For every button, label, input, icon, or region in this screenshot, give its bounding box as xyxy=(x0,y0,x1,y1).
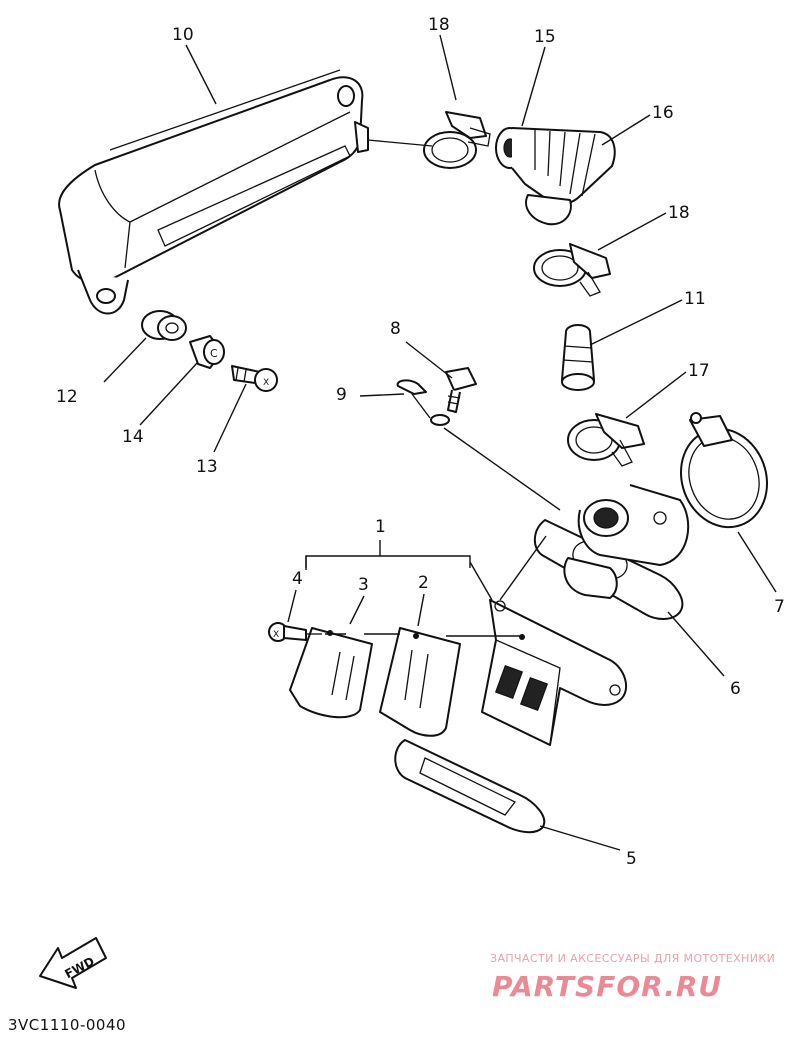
part-18-hose-clamp-upper xyxy=(367,111,491,169)
part-6-intake-manifold xyxy=(533,484,690,620)
callout-5: 5 xyxy=(626,849,637,869)
callout-2: 2 xyxy=(418,573,429,593)
fwd-direction-arrow: FWD xyxy=(39,937,107,989)
callout-13: 13 xyxy=(196,457,218,477)
part-13-screw: X xyxy=(231,365,278,392)
callout-10: 10 xyxy=(172,25,194,45)
callout-16: 16 xyxy=(652,103,674,123)
part-12-grommet xyxy=(141,310,187,341)
callout-15: 15 xyxy=(534,27,556,47)
leader-lines xyxy=(103,34,777,851)
part-17-hose-clamp xyxy=(567,413,645,467)
part-9-clip xyxy=(396,379,450,426)
callout-14: 14 xyxy=(122,427,144,447)
callout-4: 4 xyxy=(292,569,303,589)
callout-3: 3 xyxy=(358,575,369,595)
part-16-intake-hose xyxy=(495,127,616,226)
callout-labels: 10 18 15 16 18 11 17 8 9 12 14 13 1 4 3 … xyxy=(56,15,785,869)
callout-18-lower: 18 xyxy=(668,203,690,223)
part-2-reed-petal xyxy=(379,627,461,737)
svg-text:X: X xyxy=(273,630,279,640)
svg-text:X: X xyxy=(263,378,269,388)
part-14-collar: C xyxy=(189,335,225,369)
callout-9: 9 xyxy=(336,385,347,405)
callout-6: 6 xyxy=(730,679,741,699)
part-8-bolt xyxy=(445,367,477,413)
part-11-joint-pipe xyxy=(561,324,595,391)
callout-18-upper: 18 xyxy=(428,15,450,35)
callout-17: 17 xyxy=(688,361,710,381)
part-10-air-box xyxy=(58,69,369,315)
callout-12: 12 xyxy=(56,387,78,407)
part-1-reed-valve-body xyxy=(481,599,628,746)
part-7-large-hose-clamp xyxy=(679,412,769,529)
watermark-logo: ЗАПЧАСТИ И АКСЕССУАРЫ ДЛЯ МОТОТЕХНИКИ PA… xyxy=(490,952,775,1003)
part-5-gasket xyxy=(394,739,546,834)
part-3-reed-stopper xyxy=(289,627,373,719)
diagram-code: 3VC1110-0040 xyxy=(8,1016,126,1034)
watermark-brand: PARTSFOR.RU xyxy=(492,970,722,1003)
callout-11: 11 xyxy=(684,289,706,309)
callout-1: 1 xyxy=(375,517,386,537)
part-4-screw: X xyxy=(268,622,322,642)
callout-7: 7 xyxy=(774,597,785,617)
part-18-hose-clamp-lower xyxy=(533,243,611,297)
callout-8: 8 xyxy=(390,319,401,339)
svg-text:C: C xyxy=(210,347,218,360)
watermark-tagline: ЗАПЧАСТИ И АКСЕССУАРЫ ДЛЯ МОТОТЕХНИКИ xyxy=(490,952,775,965)
